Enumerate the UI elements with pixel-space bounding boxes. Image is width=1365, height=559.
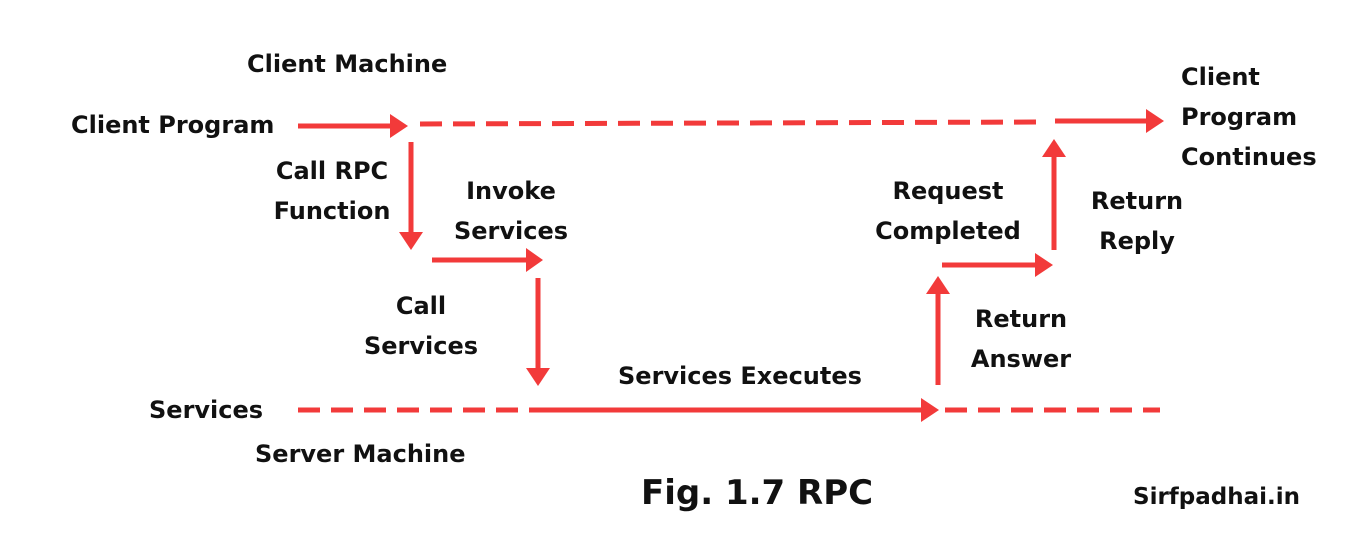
site-credit: Sirfpadhai.in [1133, 484, 1301, 510]
client-machine-label: Client Machine [247, 50, 448, 78]
request-completed-label: Request Completed [862, 171, 1034, 251]
continues-line3: Continues [1181, 143, 1317, 171]
call-rpc-line1: Call RPC [275, 157, 389, 185]
call-rpc-function-label: Call RPC Function [262, 151, 402, 231]
invoke-line2: Services [453, 217, 569, 245]
call-rpc-arrowhead [399, 232, 423, 250]
continues-arrowhead [1146, 109, 1164, 133]
client-program-label: Client Program [71, 111, 275, 139]
return-answer-label: Return Answer [962, 299, 1080, 379]
return-reply-line2: Reply [1099, 227, 1175, 255]
request-line2: Completed [875, 217, 1021, 245]
services-executes-arrowhead [921, 398, 939, 422]
return-answer-line2: Answer [970, 345, 1072, 373]
server-machine-label: Server Machine [255, 440, 466, 468]
call-rpc-line2: Function [273, 197, 391, 225]
services-executes-label: Services Executes [618, 362, 862, 390]
client-timeline-dashed [419, 119, 1046, 127]
invoke-services-label: Invoke Services [445, 171, 577, 251]
request-line1: Request [892, 177, 1004, 205]
request-completed-arrowhead [1035, 253, 1053, 277]
services-label: Services [149, 396, 264, 424]
invoke-line1: Invoke [466, 177, 556, 205]
invoke-services-arrowhead [526, 248, 543, 272]
call-services-arrowhead [526, 368, 550, 386]
return-reply-label: Return Reply [1082, 181, 1192, 261]
call-services-line1: Call [395, 292, 447, 320]
return-answer-line1: Return [974, 305, 1068, 333]
continues-line2: Program [1181, 103, 1298, 131]
call-services-label: Call Services [356, 286, 486, 366]
figure-caption: Fig. 1.7 RPC [641, 473, 874, 513]
return-reply-line1: Return [1090, 187, 1184, 215]
return-answer-arrowhead [926, 276, 950, 294]
client-program-continues-label: Client Program Continues [1181, 57, 1317, 177]
return-reply-arrowhead [1042, 139, 1066, 157]
call-services-line2: Services [363, 332, 479, 360]
client-program-arrowhead [390, 114, 408, 138]
continues-line1: Client [1181, 63, 1260, 91]
